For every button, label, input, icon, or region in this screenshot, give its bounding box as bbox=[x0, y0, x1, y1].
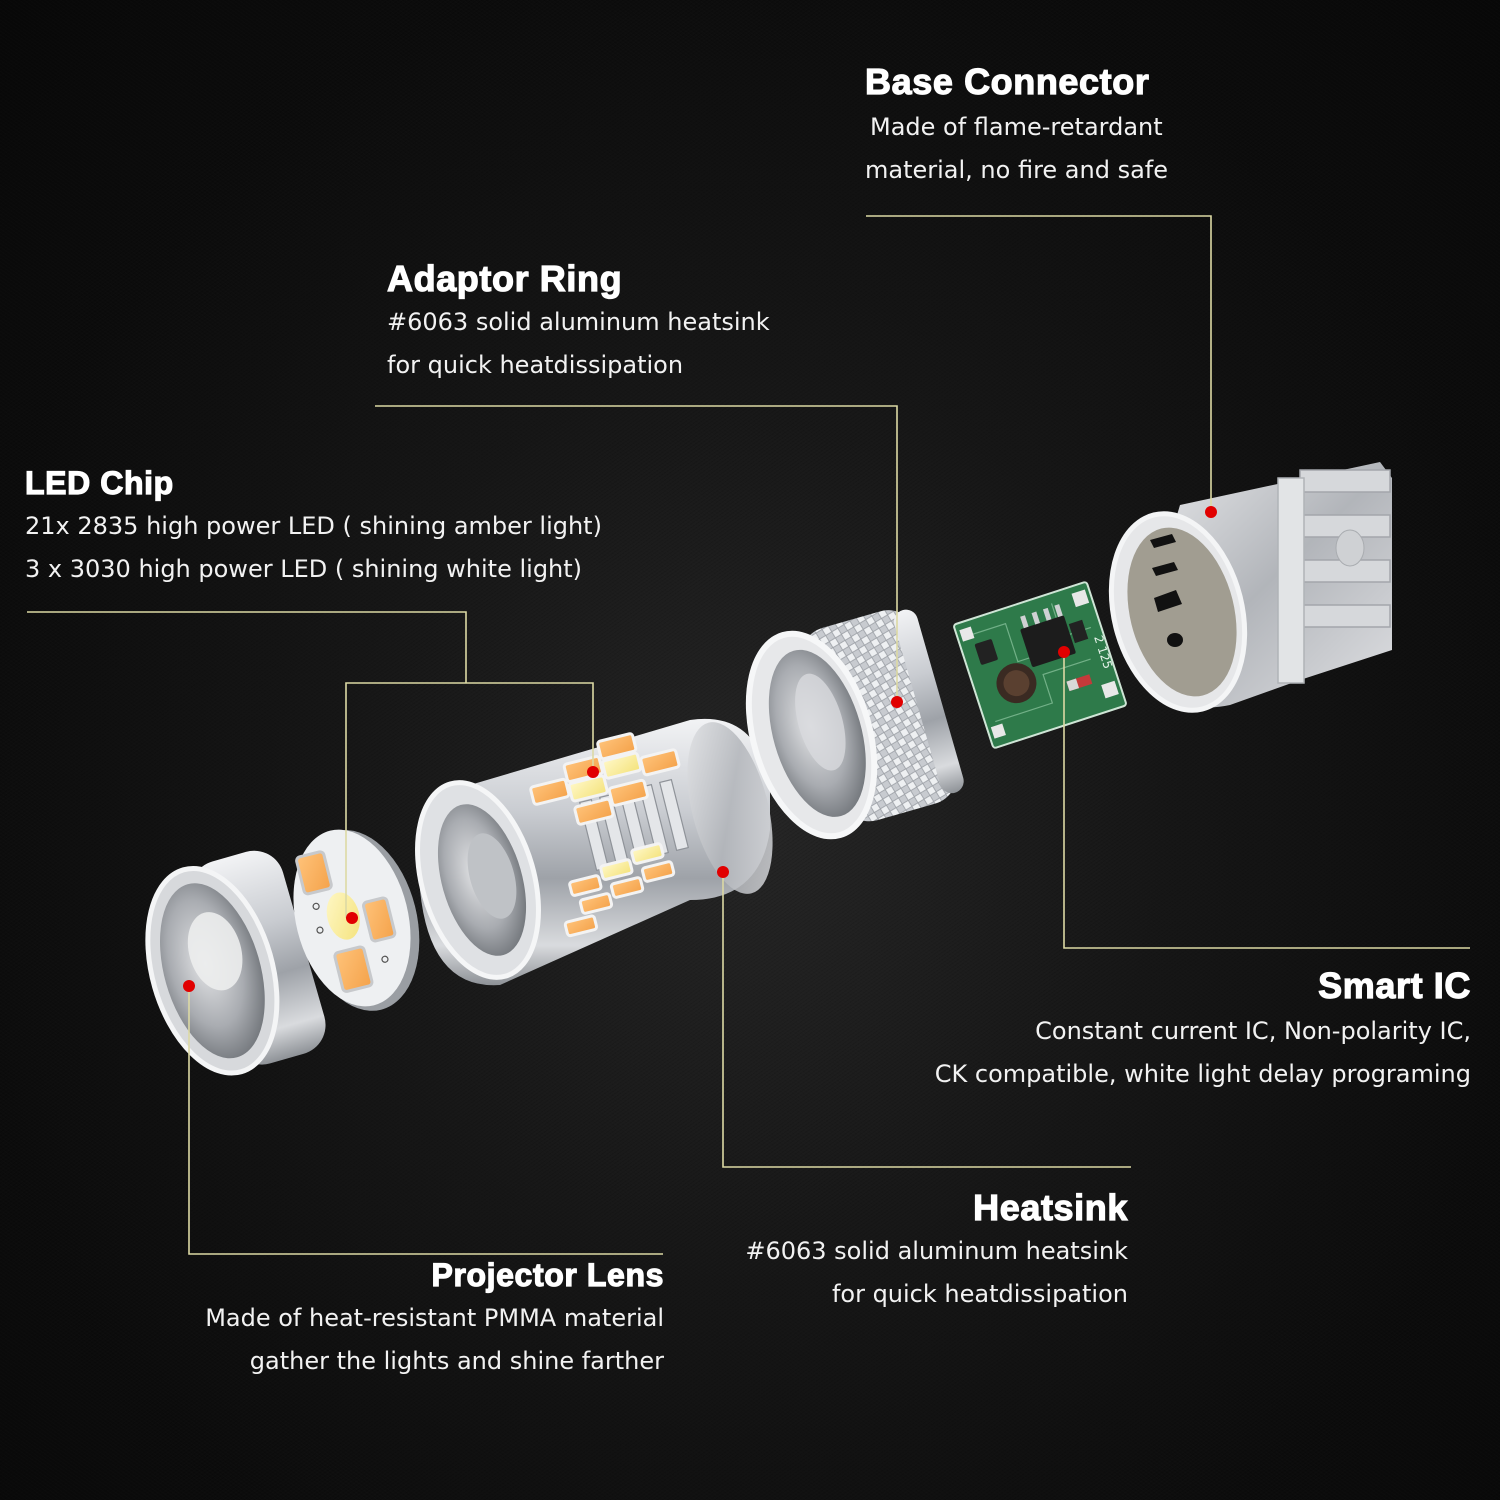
projector-lens-desc-line-1: Made of heat-resistant PMMA material bbox=[205, 1304, 664, 1333]
adaptor-ring-label: Adaptor Ring #6063 solid aluminum heatsi… bbox=[386, 258, 770, 387]
heatsink-label: Heatsink #6063 solid aluminum heatsink f… bbox=[745, 1187, 1128, 1316]
base-connector-part bbox=[1108, 462, 1392, 713]
adaptor-ring-desc-line-1: #6063 solid aluminum heatsink bbox=[387, 307, 770, 336]
anchor-dot-base-connector bbox=[1205, 506, 1217, 518]
adaptor-ring-desc-line-2: for quick heatdissipation bbox=[387, 350, 684, 379]
anchor-dot-heatsink bbox=[717, 866, 729, 878]
heatsink-desc-line-1: #6063 solid aluminum heatsink bbox=[745, 1236, 1128, 1265]
led-chip-desc-line-1: 21x 2835 high power LED ( shining amber … bbox=[25, 512, 602, 541]
anchor-dot-projector-lens bbox=[183, 980, 195, 992]
leader-base-connector bbox=[866, 215, 1212, 512]
led-chip-title: LED Chip bbox=[24, 465, 174, 502]
smart-ic-desc-line-1: Constant current IC, Non-polarity IC, bbox=[1035, 1016, 1471, 1045]
leader-lines bbox=[27, 215, 1470, 1255]
projector-lens-title: Projector Lens bbox=[431, 1257, 664, 1294]
smart-ic-label: Smart IC Constant current IC, Non-polari… bbox=[934, 965, 1471, 1096]
led-chip-label: LED Chip 21x 2835 high power LED ( shini… bbox=[24, 465, 602, 591]
base-connector-desc-line-2: material, no fire and safe bbox=[865, 155, 1169, 184]
leader-smart-ic bbox=[1063, 652, 1470, 949]
anchor-dot-smart-ic bbox=[1058, 646, 1070, 658]
led-chip-desc-line-2: 3 x 3030 high power LED ( shining white … bbox=[25, 555, 583, 584]
adaptor-ring-title: Adaptor Ring bbox=[386, 258, 623, 299]
base-connector-title: Base Connector bbox=[864, 61, 1150, 102]
anchor-dot-adaptor-ring bbox=[891, 696, 903, 708]
leader-led-chip bbox=[27, 611, 467, 683]
smart-ic-title: Smart IC bbox=[1318, 965, 1471, 1006]
projector-lens-label: Projector Lens Made of heat-resistant PM… bbox=[205, 1257, 664, 1383]
smart-ic-board-part: 2 125 bbox=[953, 581, 1127, 749]
anchor-dot-led-chip-body bbox=[587, 766, 599, 778]
leader-heatsink bbox=[722, 872, 1131, 1168]
leader-adaptor-ring bbox=[375, 405, 898, 702]
base-connector-label: Base Connector Made of flame-retardant m… bbox=[864, 61, 1169, 192]
projector-lens-part bbox=[145, 850, 326, 1076]
projector-lens-desc-line-2: gather the lights and shine farther bbox=[249, 1347, 664, 1376]
leader-projector-lens bbox=[188, 986, 663, 1255]
heatsink-title: Heatsink bbox=[973, 1187, 1128, 1228]
heatsink-body-part bbox=[415, 718, 773, 986]
heatsink-desc-line-2: for quick heatdissipation bbox=[831, 1279, 1128, 1308]
smart-ic-desc-line-2: CK compatible, white light delay program… bbox=[934, 1059, 1471, 1088]
base-connector-desc-line-1: Made of flame-retardant bbox=[870, 112, 1163, 141]
adaptor-ring-part bbox=[745, 609, 964, 840]
anchor-dot-led-chip-disc bbox=[346, 912, 358, 924]
leader-led-chip-bracket bbox=[345, 682, 594, 918]
anchor-dots bbox=[183, 506, 1217, 992]
